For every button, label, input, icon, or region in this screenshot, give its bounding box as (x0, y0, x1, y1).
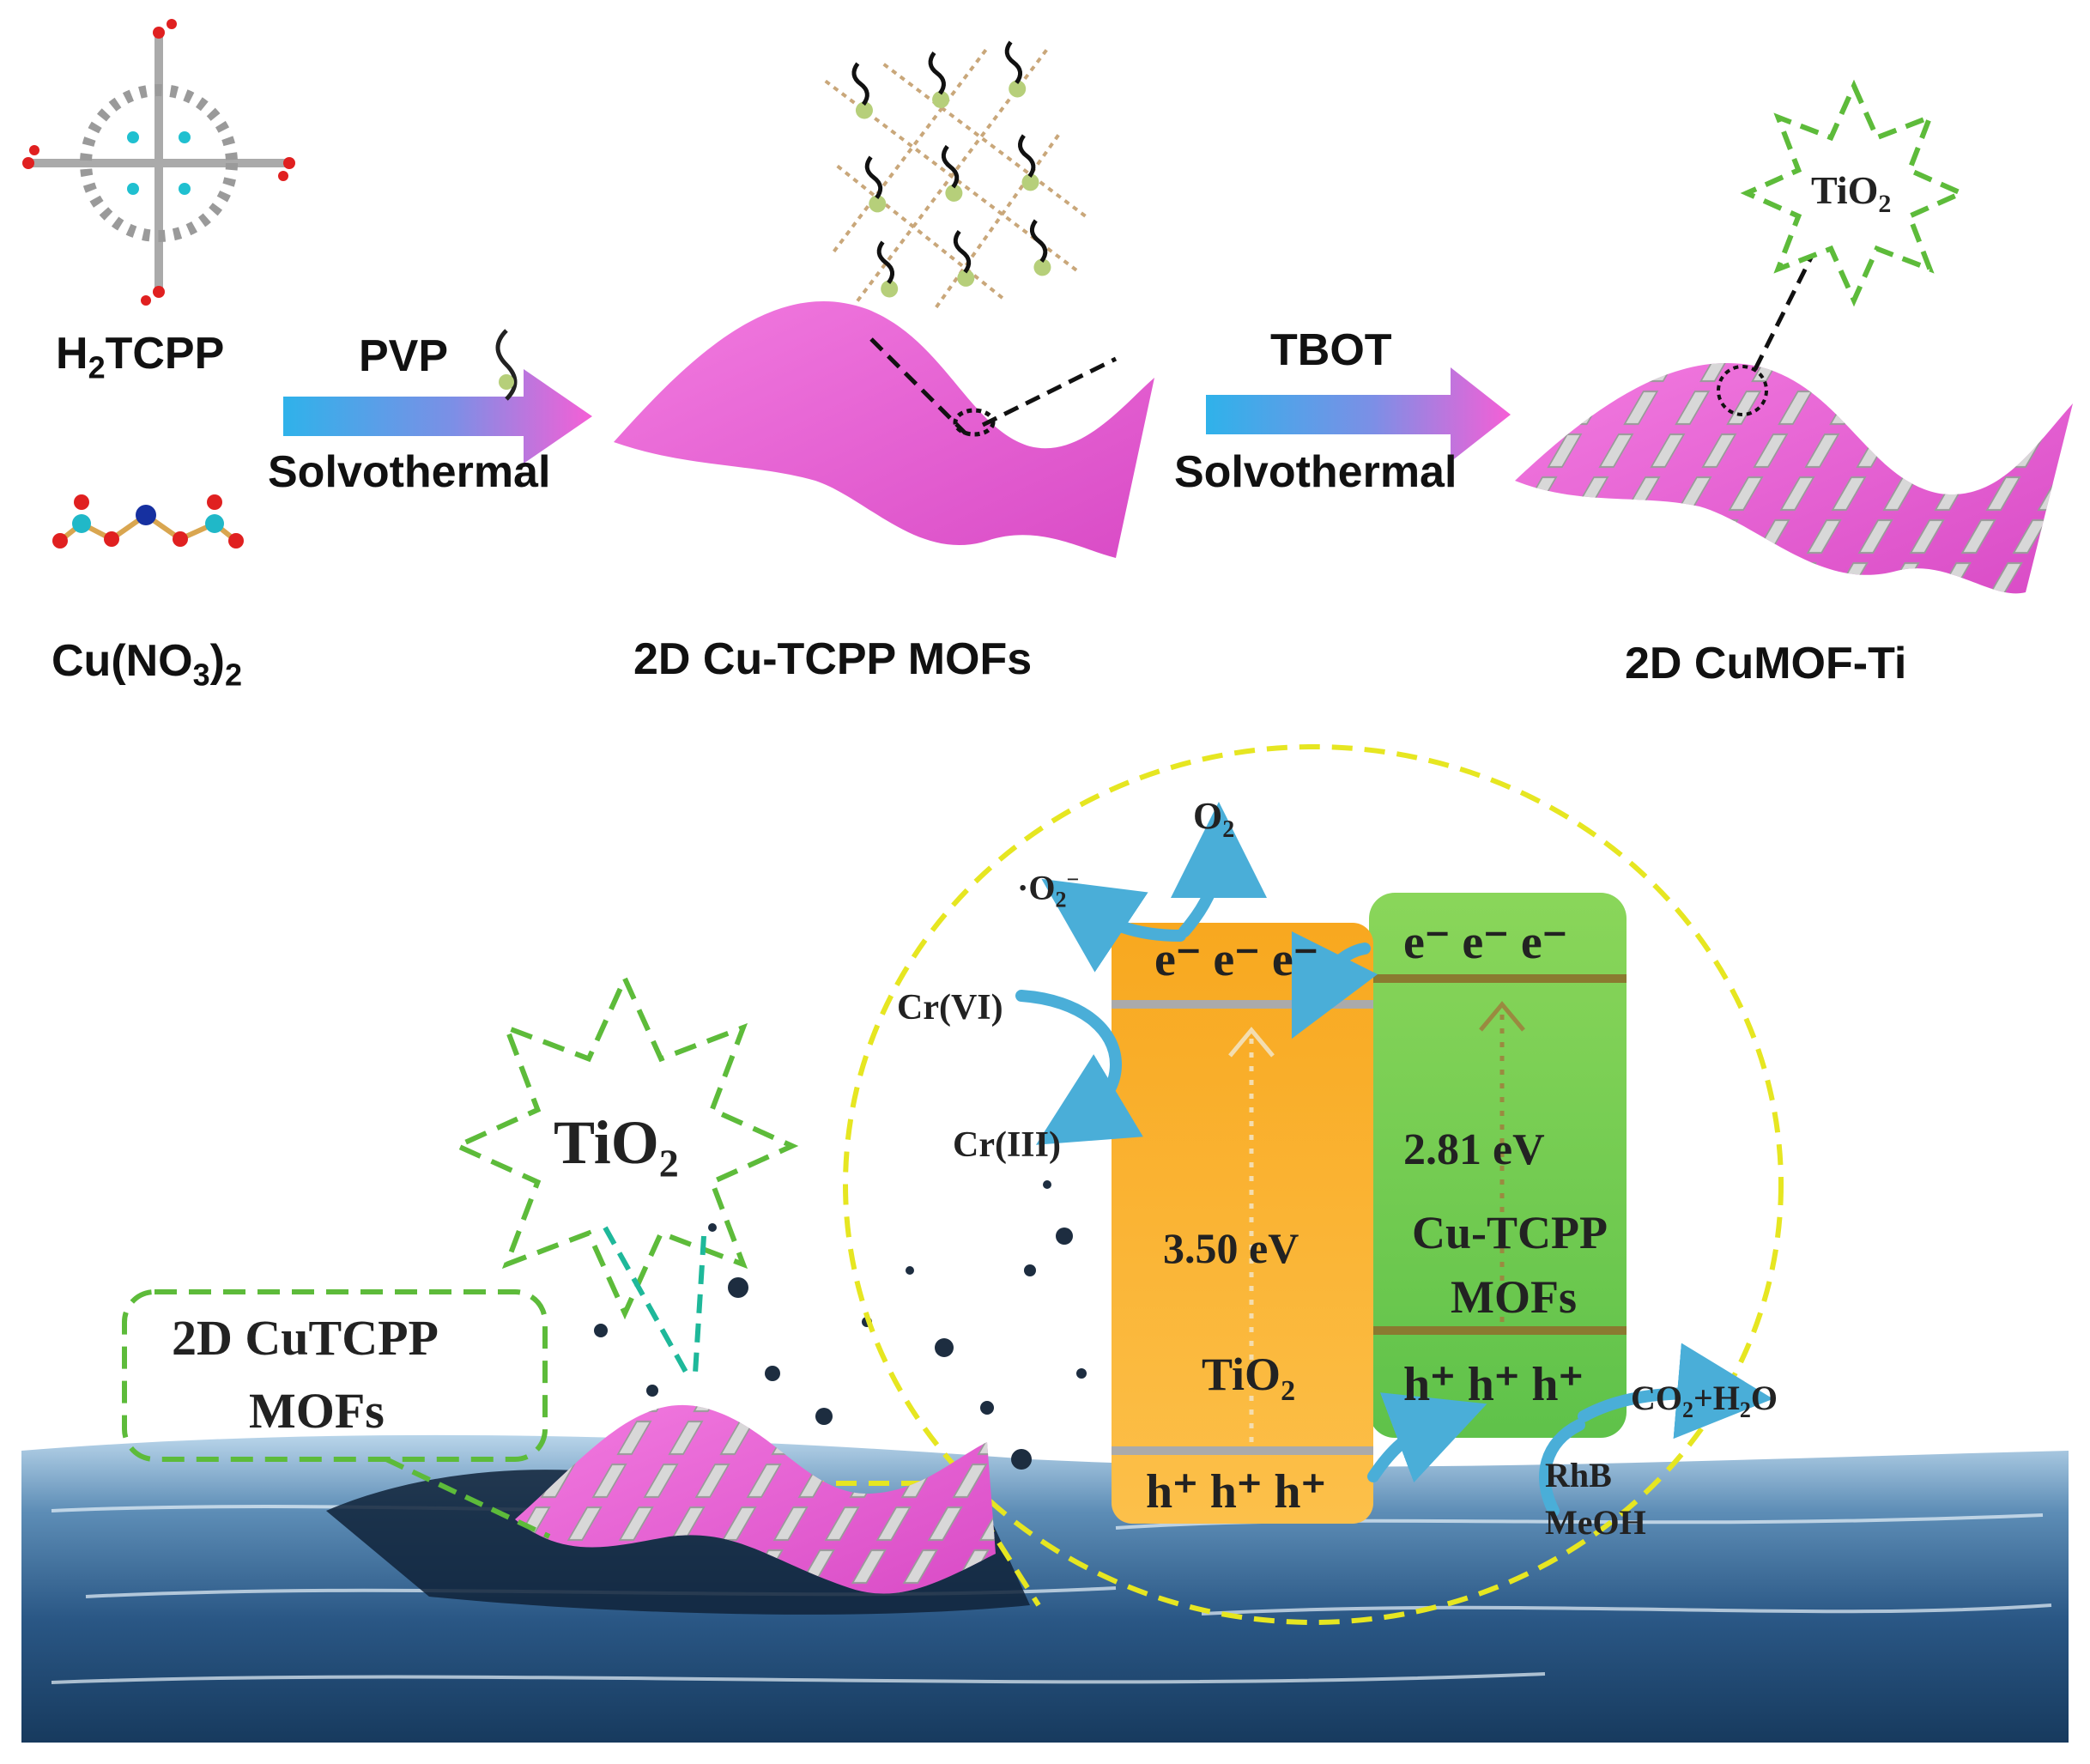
cr3-label: Cr(III) (953, 1125, 1061, 1165)
cumof-ti-label: 2D CuMOF-Ti (1625, 639, 1907, 688)
tio2-star-top-label: TiO2 (1811, 168, 1892, 219)
cutcpp-band-name-1: Cu-TCPP (1412, 1207, 1608, 1258)
pvp-polymer-icon (495, 329, 518, 401)
o2-label: O2 (1193, 795, 1235, 843)
cutcpp-band-gap: 2.81 eV (1403, 1125, 1545, 1174)
tio2-band-name: TiO2 (1202, 1349, 1296, 1407)
superoxide-label: ·O2− (1017, 867, 1080, 912)
tio2-star-bottom-icon (451, 972, 799, 1375)
tio2-band-electrons: e⁻ e⁻ e⁻ (1154, 933, 1319, 986)
mof-box-line-2: MOFs (249, 1383, 385, 1439)
charge-transfer-arrows (1015, 802, 1773, 1517)
tbot-label: TBOT (1270, 325, 1392, 375)
cutcpp-band-holes: h⁺ h⁺ h⁺ (1403, 1358, 1584, 1411)
solvothermal-label-1: Solvothermal (268, 447, 551, 497)
meoh-label: MeOH (1545, 1503, 1646, 1542)
pvp-label: PVP (359, 331, 449, 381)
cr6-label: Cr(VI) (897, 988, 1003, 1027)
tio2-star-bottom-label: TiO2 (554, 1108, 679, 1185)
h2tcpp-label: H2TCPP (56, 329, 225, 385)
co2-h2o-label: CO2+H2O (1631, 1379, 1778, 1422)
water-surface (21, 1434, 2069, 1743)
cumof-ti-sheet-icon (1515, 256, 2073, 594)
mof-box-line-1: 2D CuTCPP (172, 1310, 439, 1366)
mof-lattice-icon (824, 40, 1089, 310)
mof-label-box (122, 1289, 551, 1539)
arrow-step-1 (283, 369, 592, 464)
porphyrin-molecule-icon (22, 19, 295, 306)
splash-droplets (594, 1180, 1087, 1470)
cutcpp-band-name-2: MOFs (1451, 1271, 1577, 1323)
cumof-ti-sheet-bottom-icon (515, 1404, 996, 1594)
copper-nitrate-label: Cu(NO3)2 (51, 636, 243, 693)
cutcpp-sheet-icon (614, 300, 1154, 558)
tio2-band-box (1112, 923, 1373, 1524)
solvothermal-label-2: Solvothermal (1174, 447, 1457, 497)
arrow-step-2 (1206, 367, 1511, 462)
zoom-callout-lines (869, 337, 1118, 437)
copper-nitrate-molecule-icon (52, 494, 244, 549)
cutcpp-mofs-label: 2D Cu-TCPP MOFs (633, 634, 1033, 684)
tio2-band-gap: 3.50 eV (1163, 1224, 1299, 1272)
cutcpp-band-electrons: e⁻ e⁻ e⁻ (1403, 916, 1568, 969)
cutcpp-band-box (1369, 893, 1627, 1438)
tio2-band-holes: h⁺ h⁺ h⁺ (1146, 1465, 1327, 1518)
tio2-star-top-icon (1740, 79, 1968, 307)
rhb-label: RhB (1545, 1456, 1612, 1494)
